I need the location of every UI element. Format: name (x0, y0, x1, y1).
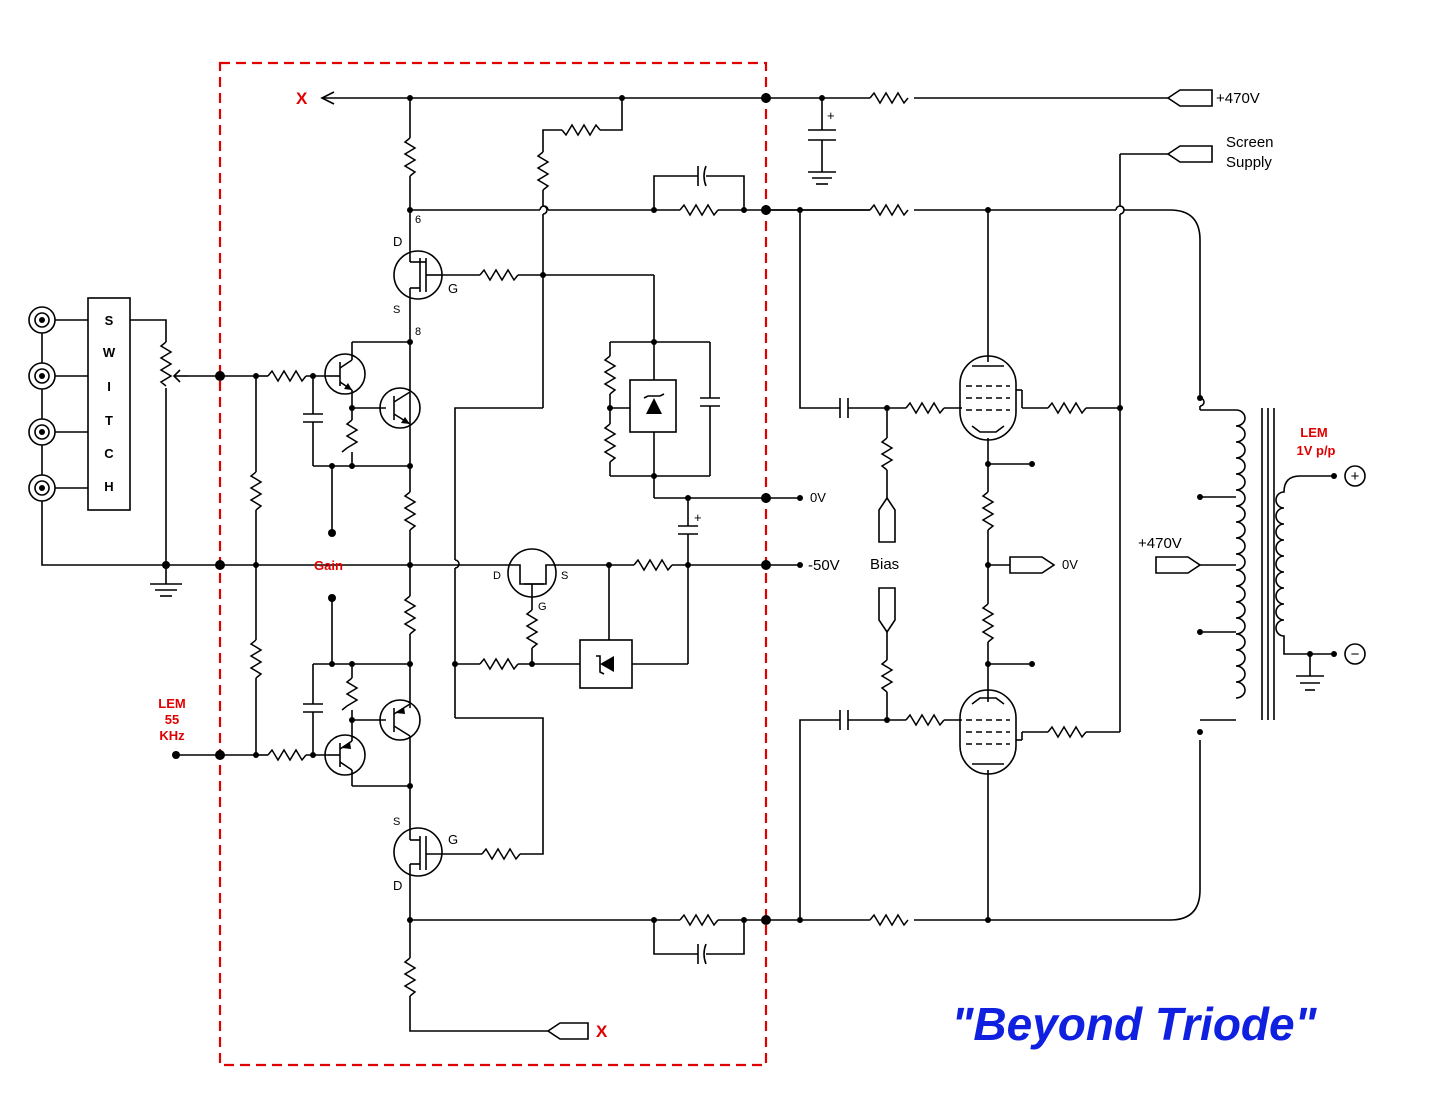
fet-top-g-label: G (448, 281, 458, 296)
output-stage (766, 203, 1201, 920)
lem-out-label-2: 1V p/p (1296, 443, 1335, 458)
lem-in-label-3: KHz (159, 728, 185, 743)
jfet-s-label: S (561, 570, 568, 582)
input-section (28, 297, 410, 760)
regulator-network (603, 275, 803, 565)
upper-transistor-pair (256, 341, 421, 537)
zero-v-label-1: 0V (810, 490, 826, 505)
minus-sign-label: − (1351, 646, 1360, 663)
switch-letter-c: C (104, 446, 114, 461)
output-minus-terminal (1344, 643, 1366, 665)
bottom-rail (410, 740, 1201, 965)
lem-in-label-1: LEM (158, 696, 185, 711)
x-bottom-label: X (596, 1022, 608, 1041)
switch-letter-t: T (105, 413, 113, 428)
switch-letter-h: H (104, 479, 113, 494)
fet-bot-s-label: S (393, 816, 400, 828)
pin-6-label: 6 (415, 214, 421, 226)
lem-in-label-2: 55 (165, 712, 179, 727)
screen-supply-label-2: Supply (1226, 154, 1272, 171)
labels: X X +470V Screen Supply 0V -50V Bias 0V … (103, 89, 1360, 1050)
output-transformer (1155, 395, 1366, 735)
plus-sign-label: + (1351, 468, 1360, 485)
x-top-label: X (296, 89, 308, 108)
fet-bot-g-label: G (448, 832, 458, 847)
top-rail (320, 89, 1213, 185)
diagram-title: "Beyond Triode" (952, 998, 1318, 1050)
cap-plus-label-1: + (827, 108, 835, 123)
screen-supply-label-1: Screen (1226, 134, 1274, 151)
minus50v-label: -50V (808, 557, 840, 574)
gain-label: Gain (314, 558, 343, 573)
v470-top-label: +470V (1216, 90, 1260, 107)
screen-supply (1117, 145, 1213, 732)
cap-plus-label-2: + (694, 510, 702, 525)
jfet-d-label: D (493, 570, 501, 582)
pin-8-label: 8 (415, 326, 421, 338)
bias-label: Bias (870, 556, 899, 573)
lower-transistor-pair (256, 468, 589, 1040)
switch-letter-s: S (105, 313, 114, 328)
fet-top-d-label: D (393, 234, 402, 249)
v470-mid-label: +470V (1138, 535, 1182, 552)
fet-top-s-label: S (393, 304, 400, 316)
upper-fet-section (393, 98, 870, 855)
lem-out-label-1: LEM (1300, 425, 1327, 440)
minus50-rail (407, 548, 803, 689)
switch-letter-i: I (107, 379, 111, 394)
switch-letter-w: W (103, 345, 116, 360)
fet-bot-d-label: D (393, 878, 402, 893)
output-plus-terminal (1344, 465, 1366, 487)
zero-v-label-2: 0V (1062, 557, 1078, 572)
jfet-g-label: G (538, 601, 547, 613)
